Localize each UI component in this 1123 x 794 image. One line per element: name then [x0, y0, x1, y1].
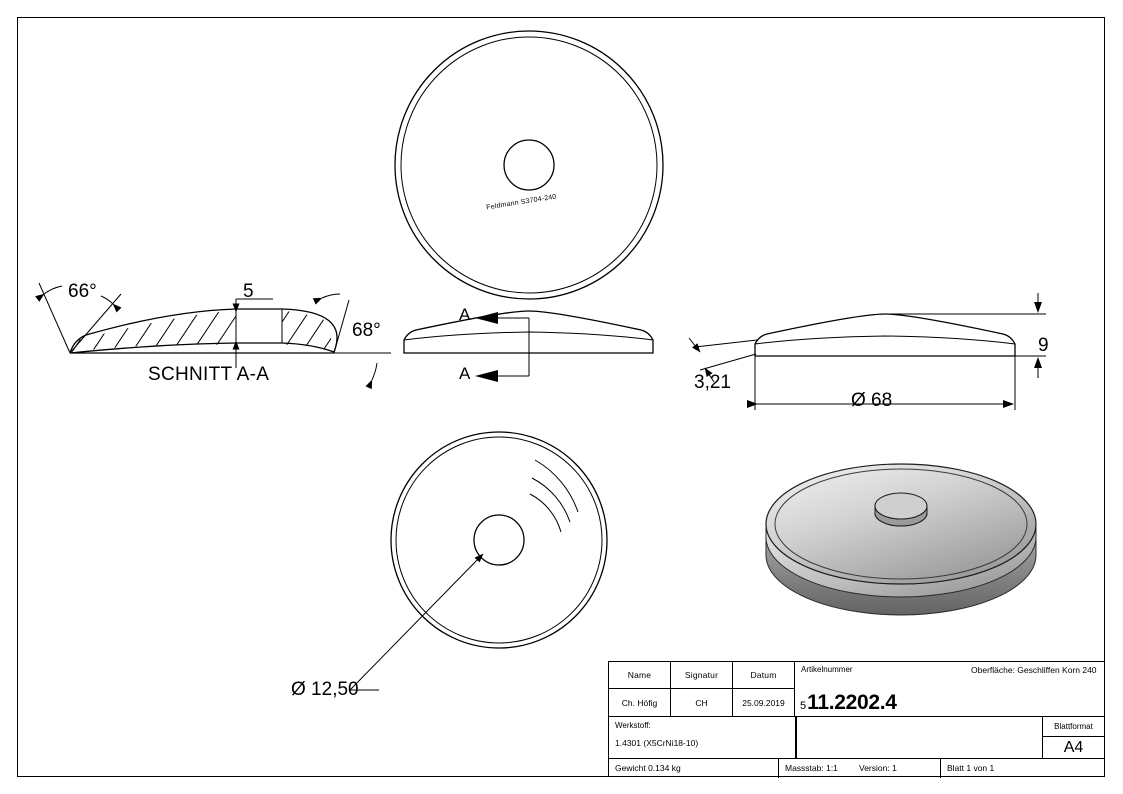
section-marker-bottom: A [459, 364, 471, 383]
header-name: Name [609, 662, 671, 689]
dimension-edge-thickness: 3,21 [694, 372, 731, 393]
value-gewicht: Gewicht 0.134 kg [615, 763, 681, 773]
section-arrow-top [475, 312, 498, 324]
value-artikelnummer-cell: 5 11.2202.4 [795, 689, 1104, 717]
label-oberflaeche: Oberfläche: Geschliffen Korn 240 [971, 665, 1097, 675]
gewicht-cell: Gewicht 0.134 kg [609, 759, 779, 778]
dimension-thickness-5: 5 [243, 281, 254, 302]
section-caption: SCHNITT A-A [148, 364, 270, 385]
dimension-angle-66: 66° [68, 281, 97, 302]
header-datum: Datum [733, 662, 795, 689]
dimension-angle-68: 68° [352, 320, 381, 341]
dimension-outer-diameter: Ø 68 [851, 390, 893, 411]
title-block-material-row: Werkstoff: 1.4301 (X5CrNi18-10) Blattfor… [609, 717, 1104, 758]
label-werkstoff: Werkstoff: [615, 721, 651, 730]
divider-material [795, 717, 797, 758]
werkstoff-cell: Werkstoff: 1.4301 (X5CrNi18-10) [609, 717, 795, 758]
value-werkstoff: 1.4301 (X5CrNi18-10) [615, 738, 699, 748]
article-number: 11.2202.4 [807, 690, 897, 714]
empty-notes-cell [797, 717, 1042, 758]
header-signatur: Signatur [671, 662, 733, 689]
massstab-cell: Massstab: 1:1 Version: 1 [779, 759, 941, 778]
section-arrow-bottom [475, 370, 498, 382]
top-plan-view-geometry [394, 30, 664, 300]
value-name: Ch. Höfig [609, 689, 671, 717]
section-hatching [72, 311, 332, 352]
value-datum: 25.09.2019 [733, 689, 795, 717]
title-block-header-row: Name Signatur Datum Artikelnummer Oberfl… [609, 662, 1104, 689]
section-marker-top: A [459, 305, 471, 324]
right-elevation-geometry [688, 293, 1046, 410]
blattformat-cell: Blattformat A4 [1042, 717, 1104, 758]
value-signatur: CH [671, 689, 733, 717]
label-artikelnummer: Artikelnummer [801, 665, 853, 674]
value-massstab: Massstab: 1:1 [785, 763, 838, 773]
value-version: Version: 1 [859, 763, 897, 773]
article-number-prefix: 5 [800, 699, 807, 712]
dimension-bore-diameter: Ø 12,50 [291, 679, 359, 700]
title-block-footer-row: Gewicht 0.134 kg Massstab: 1:1 Version: … [609, 758, 1104, 778]
header-artikelnummer-cell: Artikelnummer Oberfläche: Geschliffen Ko… [795, 662, 1104, 689]
isometric-3d-view-geometry [765, 463, 1037, 616]
dimension-height: 9 [1038, 335, 1049, 356]
value-blattformat: A4 [1063, 738, 1084, 756]
value-blatt: Blatt 1 von 1 [947, 763, 995, 773]
blatt-cell: Blatt 1 von 1 [941, 759, 1104, 778]
label-blattformat: Blattformat [1043, 717, 1104, 737]
title-block-value-row: Ch. Höfig CH 25.09.2019 5 11.2202.4 [609, 689, 1104, 717]
bottom-plan-view-geometry [349, 431, 608, 691]
title-block: Name Signatur Datum Artikelnummer Oberfl… [608, 661, 1105, 778]
front-elevation-geometry [403, 310, 654, 382]
sheet-border-frame [17, 17, 1105, 777]
